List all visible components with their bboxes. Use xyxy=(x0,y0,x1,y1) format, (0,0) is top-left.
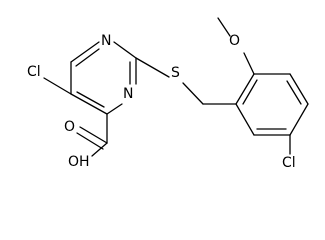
atom-n-bottom: N xyxy=(123,86,133,102)
atom-o-carbonyl: O xyxy=(64,119,75,135)
bond-b3-b4 xyxy=(289,73,309,105)
bond-b4-b5 xyxy=(289,103,309,136)
bond-c5-cl xyxy=(43,77,72,95)
bond-ccooh-oh xyxy=(91,142,108,157)
molecule-structure: Cl N N S O O OH Cl xyxy=(27,17,309,171)
atom-o-methoxy: O xyxy=(229,33,240,49)
bond-c6-n1 xyxy=(70,41,100,63)
bond-ccooh-o-double xyxy=(79,126,108,144)
bond-ccooh-o-double-2 xyxy=(76,132,104,150)
bond-set xyxy=(43,17,309,157)
bond-n1-c2 xyxy=(113,41,137,59)
bond-c6-n1-inner xyxy=(75,48,100,67)
bond-b1-b2 xyxy=(235,73,255,105)
bond-c4-c5-inner xyxy=(76,91,105,108)
bond-b3-b4-inner xyxy=(286,80,302,105)
bond-s-ch2 xyxy=(182,82,204,105)
bond-c4-c5 xyxy=(70,93,108,115)
atom-cl-benzene: Cl xyxy=(282,155,296,171)
atom-labels: Cl N N S O O OH Cl xyxy=(27,33,296,171)
atom-s-thioether: S xyxy=(171,65,180,81)
bond-n3-c4 xyxy=(106,103,123,115)
bond-b1-b2-inner xyxy=(242,79,258,105)
bond-b6-b1 xyxy=(235,103,255,136)
bond-o-ch3 xyxy=(217,17,231,37)
atom-n-top: N xyxy=(101,33,111,49)
bond-b2-o xyxy=(243,52,255,75)
bond-c2-s xyxy=(135,57,170,78)
atom-oh-acid: OH xyxy=(68,154,90,170)
atom-cl-pyrimidine: Cl xyxy=(27,64,41,80)
